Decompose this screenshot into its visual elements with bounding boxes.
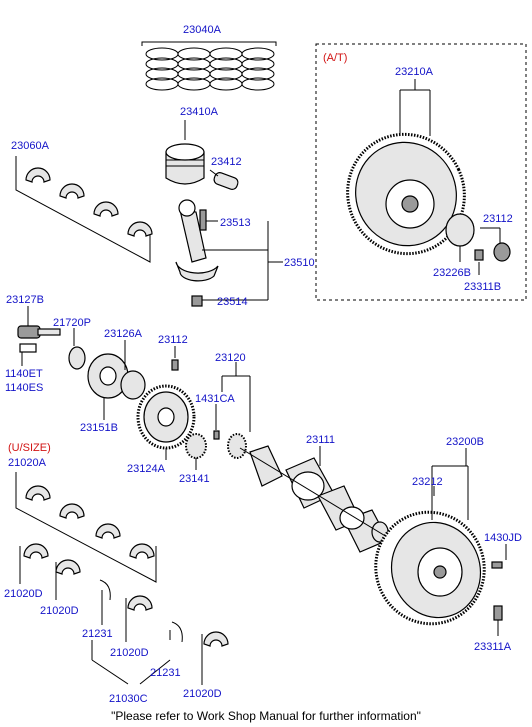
label-21720P: 21720P xyxy=(53,317,91,329)
label-1140ES: 1140ES xyxy=(5,382,43,394)
label-1140ET: 1140ET xyxy=(5,368,43,380)
label-21020D-3: 21020D xyxy=(110,647,149,659)
woodruff-key-drawing xyxy=(213,430,220,440)
label-23410A: 23410A xyxy=(180,106,219,118)
piston-ring-set-drawing xyxy=(141,41,277,91)
crank-sprocket-drawing xyxy=(185,433,207,459)
at-box-title: (A/T) xyxy=(323,52,347,64)
label-21030C: 21030C xyxy=(109,693,148,705)
washer-drawing xyxy=(120,370,146,400)
label-23126A: 23126A xyxy=(104,328,143,340)
crankshaft-drawing xyxy=(239,445,393,553)
piston-drawing xyxy=(165,120,239,190)
label-21020D-2: 21020D xyxy=(40,605,79,617)
label-23226B: 23226B xyxy=(433,267,471,279)
usize-title: (U/SIZE) xyxy=(8,442,51,454)
conrod-bearing-set-drawing xyxy=(15,156,153,263)
lower-bearings-drawing xyxy=(23,543,229,647)
label-23412: 23412 xyxy=(211,156,242,168)
label-1431CA: 1431CA xyxy=(195,393,235,405)
main-bearing-set-drawing xyxy=(15,472,157,583)
label-23111: 23111 xyxy=(306,434,335,446)
label-23510: 23510 xyxy=(284,257,315,269)
label-23210A: 23210A xyxy=(395,66,434,78)
label-23127B: 23127B xyxy=(6,294,44,306)
label-23212: 23212 xyxy=(412,476,443,488)
key-pin-drawing xyxy=(171,359,179,371)
mt-pin-drawing xyxy=(491,561,503,569)
front-pulley-drawing xyxy=(17,325,247,459)
label-23514: 23514 xyxy=(217,296,248,308)
pulley-bolt-drawing xyxy=(17,325,41,339)
label-at-23112: 23112 xyxy=(483,213,513,225)
label-23200B: 23200B xyxy=(446,436,484,448)
connecting-rod-drawing xyxy=(175,199,219,307)
at-bolt-drawing xyxy=(474,249,484,261)
small-bolt-drawing xyxy=(19,343,37,353)
label-21231-1: 21231 xyxy=(82,628,113,640)
label-1430JD: 1430JD xyxy=(484,532,522,544)
at-bushing-drawing xyxy=(493,242,511,262)
label-23513: 23513 xyxy=(220,217,251,229)
conrod-bolt-drawing xyxy=(199,209,207,231)
label-23311B: 23311B xyxy=(464,281,501,293)
label-23060A: 23060A xyxy=(11,140,50,152)
mt-bolt-drawing xyxy=(493,605,503,621)
at-plate-drawing xyxy=(445,213,475,247)
label-23141: 23141 xyxy=(179,473,210,485)
label-23311A: 23311A xyxy=(474,641,512,653)
label-23120: 23120 xyxy=(215,352,246,364)
label-23040A: 23040A xyxy=(183,24,222,36)
piston-pin-drawing xyxy=(213,172,239,190)
at-flywheel-drawing xyxy=(346,132,511,262)
label-key-23112: 23112 xyxy=(158,334,188,346)
label-21231-2: 21231 xyxy=(150,667,181,679)
front-seal-drawing xyxy=(68,346,86,370)
label-21020D-1: 21020D xyxy=(4,588,43,600)
label-21020D-4: 21020D xyxy=(183,688,222,700)
conrod-nut-drawing xyxy=(191,295,203,307)
mt-flywheel-drawing xyxy=(374,510,503,626)
label-23151B: 23151B xyxy=(80,422,118,434)
label-23124A: 23124A xyxy=(127,463,166,475)
footer-note: "Please refer to Work Shop Manual for fu… xyxy=(111,709,421,723)
at-dashed-box xyxy=(315,43,527,301)
label-21020A: 21020A xyxy=(8,457,47,469)
